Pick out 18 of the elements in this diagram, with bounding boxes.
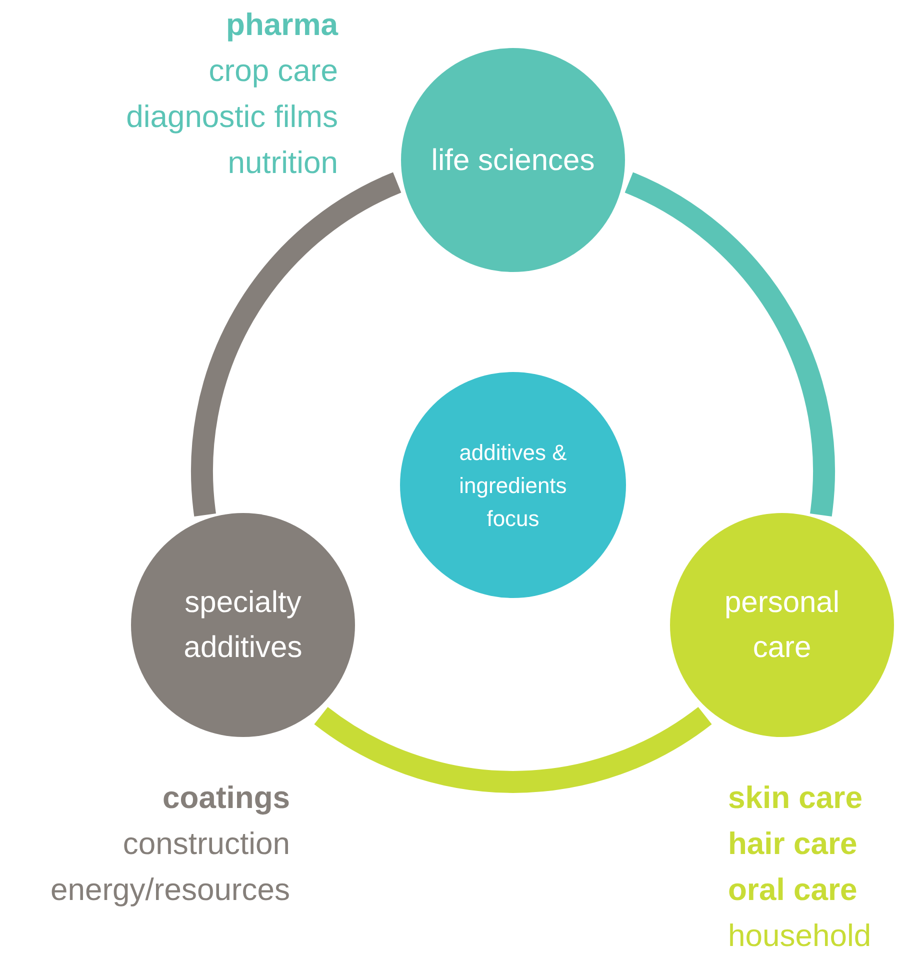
- segment-item: pharma: [225, 6, 338, 44]
- circle-label: life sciences: [430, 142, 596, 178]
- segment-item: skin care: [728, 779, 864, 817]
- segment-item: coatings: [162, 779, 290, 817]
- arc-connector: [314, 706, 712, 792]
- circle-label: specialty additives: [182, 585, 304, 666]
- segment-item: household: [728, 917, 872, 953]
- circle-label: personal care: [723, 585, 841, 666]
- segment-item: construction: [122, 825, 290, 863]
- segment-item: energy/resources: [50, 871, 290, 909]
- segment-item: hair care: [728, 825, 858, 863]
- segment-item: diagnostic films: [126, 98, 338, 136]
- segment-item: oral care: [728, 871, 858, 909]
- arc-connector: [624, 172, 835, 516]
- arc-connector: [191, 172, 402, 516]
- segment-item: crop care: [208, 52, 338, 90]
- segment-item: nutrition: [226, 144, 338, 182]
- circle-label: additives & ingredients focus: [458, 438, 568, 532]
